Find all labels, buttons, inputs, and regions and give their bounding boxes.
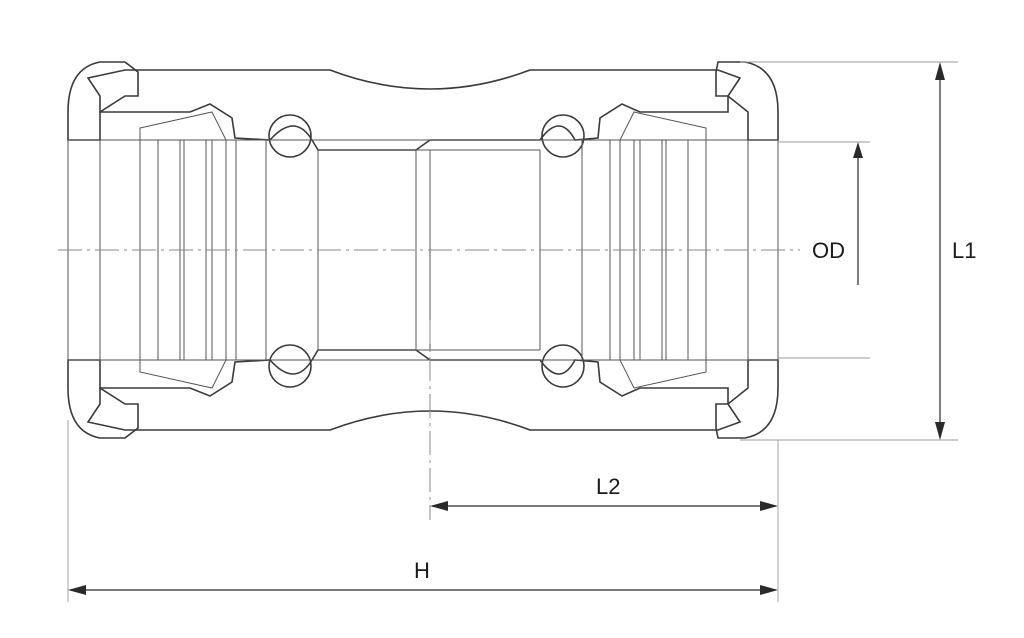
upper-body-section bbox=[86, 69, 742, 151]
l2-label: L2 bbox=[596, 474, 620, 499]
h-label: H bbox=[414, 558, 430, 583]
h-dimension: H bbox=[68, 558, 778, 595]
extension-lines bbox=[67, 61, 958, 602]
l1-label: L1 bbox=[952, 238, 976, 263]
od-dimension: OD bbox=[812, 142, 863, 285]
center-lines bbox=[58, 249, 800, 520]
lower-body-section bbox=[86, 349, 742, 431]
od-label: OD bbox=[812, 238, 845, 263]
o-rings bbox=[268, 114, 585, 388]
l1-dimension: L1 bbox=[935, 62, 976, 440]
l2-dimension: L2 bbox=[430, 474, 778, 511]
